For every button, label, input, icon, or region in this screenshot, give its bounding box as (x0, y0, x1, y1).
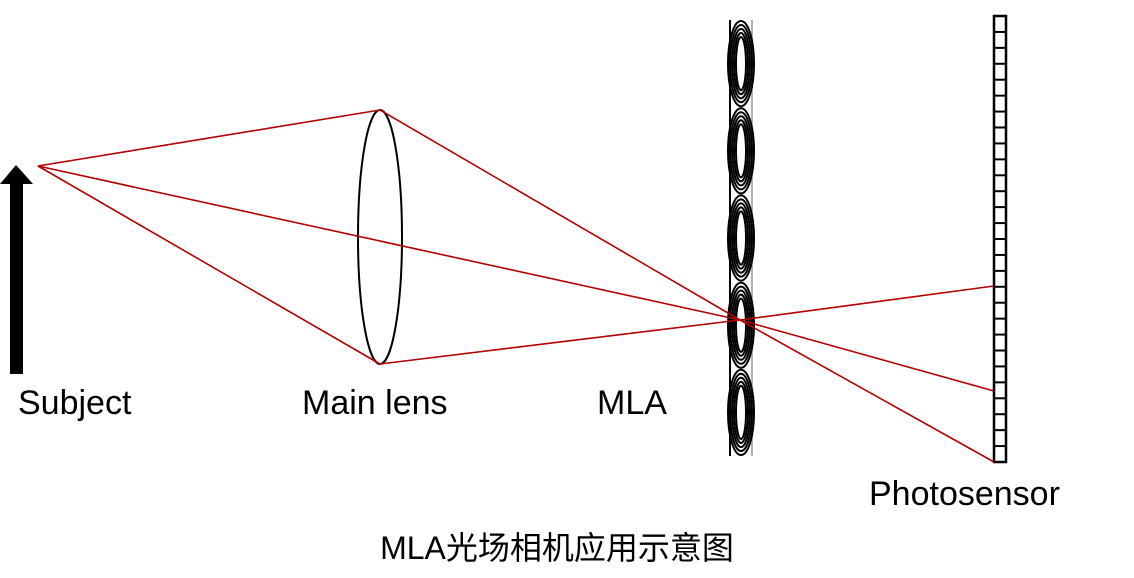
microlens (727, 107, 755, 195)
main-lens-label: Main lens (302, 384, 448, 422)
microlens-array (727, 20, 755, 456)
ray-lens-top-to-mla (379, 109, 741, 321)
subject-label: Subject (18, 384, 132, 422)
ray-lens-bottom-to-mla (379, 319, 741, 365)
light-rays (37, 109, 995, 463)
microlens (727, 368, 755, 456)
figure-caption: MLA光场相机应用示意图 (380, 530, 734, 566)
photosensor-label: Photosensor (869, 475, 1060, 513)
mla-label: MLA (597, 384, 667, 422)
photosensor (992, 14, 1008, 464)
ray-mla-to-sensor-bottom (739, 319, 995, 463)
ray-mla-to-sensor-middle (739, 319, 995, 392)
microlens (727, 20, 755, 108)
ray-subject-to-lens-top (37, 109, 381, 167)
ray-subject-to-mla-chief (37, 165, 741, 321)
ray-mla-to-sensor-top (739, 285, 995, 321)
ray-subject-to-lens-bottom (37, 165, 381, 365)
subject-arrow (0, 165, 33, 374)
microlens (727, 194, 755, 282)
